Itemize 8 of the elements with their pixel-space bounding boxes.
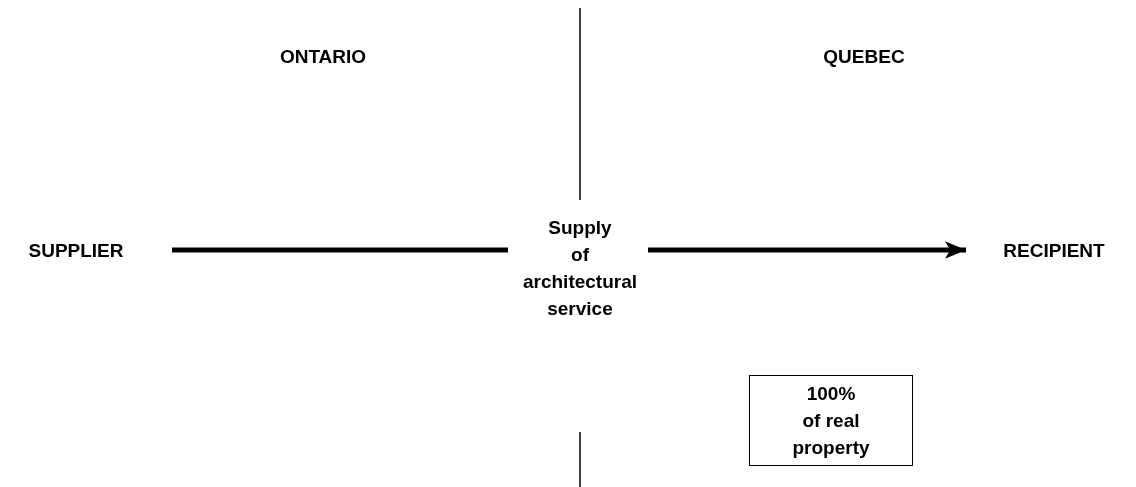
- note-text: 100% of real property: [791, 382, 871, 460]
- note-box: [749, 375, 913, 466]
- service-label: Supply of architectural service: [521, 216, 638, 321]
- party-label: SUPPLIER: [28, 238, 124, 263]
- region-label: QUEBEC: [822, 46, 906, 68]
- arrow: [648, 241, 966, 259]
- region-label: ONTARIO: [278, 46, 368, 68]
- party-label: RECIPIENT: [1003, 238, 1105, 263]
